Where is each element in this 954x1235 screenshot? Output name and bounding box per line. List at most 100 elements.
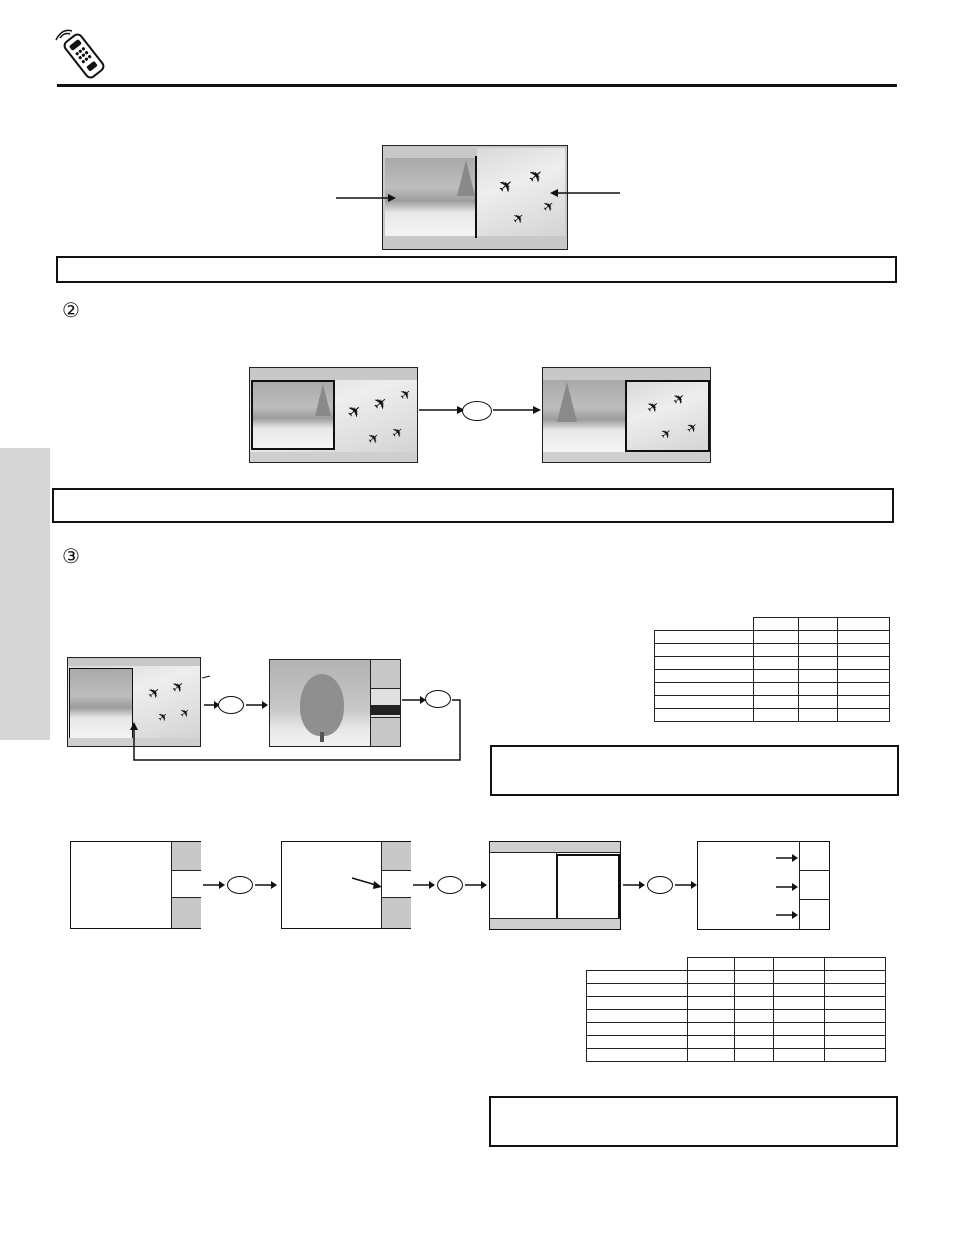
note-box-2 <box>52 488 894 523</box>
arrow-icon <box>776 911 798 919</box>
pip-tv-before: ✈ ✈ ✈ ✈ ✈ <box>249 367 418 463</box>
arrow-icon <box>204 701 220 709</box>
table-row <box>587 957 886 971</box>
arrow-icon <box>623 881 645 889</box>
schematic-screen-3 <box>489 841 621 930</box>
tv-bottom-bar <box>490 918 620 929</box>
arrow-icon <box>255 881 277 889</box>
button-oval <box>647 876 673 894</box>
split-divider <box>475 156 477 238</box>
table-2 <box>586 957 886 1062</box>
tv-top-bar <box>490 842 620 853</box>
button-oval <box>218 696 244 714</box>
split-screen-tv: ✈ ✈ ✈ ✈ <box>382 145 568 250</box>
table-row <box>586 1022 886 1036</box>
table-row <box>654 708 890 722</box>
pip-window-snow <box>69 668 133 740</box>
pip-tv-after: ✈ ✈ ✈ ✈ <box>542 367 711 463</box>
arrow-icon <box>413 881 435 889</box>
table-row <box>654 695 890 709</box>
table-row <box>586 1035 886 1049</box>
arrow-icon <box>675 881 697 889</box>
surf-cell-3 <box>370 718 400 746</box>
jet-plane-icon: ✈ <box>508 208 529 229</box>
arrow-icon <box>419 406 465 414</box>
note-box-1 <box>56 256 897 283</box>
surf-cell-1 <box>370 660 400 688</box>
schematic-cell <box>381 898 411 928</box>
jet-plane-icon: ✈ <box>643 396 664 418</box>
arrow-icon <box>402 696 426 704</box>
schematic-cell <box>799 870 830 900</box>
arrow-icon <box>201 675 211 679</box>
schematic-cell <box>799 842 830 870</box>
jet-plane-icon: ✈ <box>387 422 408 443</box>
schematic-cell <box>171 870 201 898</box>
arrow-icon <box>203 881 225 889</box>
schematic-cell <box>381 870 411 898</box>
table-row <box>586 1009 886 1023</box>
tree-icon <box>315 384 331 416</box>
surf-cell-2 <box>370 688 400 718</box>
tree-icon <box>457 160 475 196</box>
table-row <box>654 656 890 670</box>
table-row <box>654 682 890 696</box>
table-row <box>586 996 886 1010</box>
table-row <box>586 970 886 984</box>
table-row <box>654 643 890 657</box>
swap-button-oval <box>462 401 492 421</box>
pip-window-planes: ✈ ✈ ✈ ✈ <box>625 380 710 452</box>
note-box-3 <box>490 745 899 796</box>
table-row <box>654 630 890 644</box>
schematic-cell <box>799 900 830 930</box>
pip-window-snow <box>251 380 335 450</box>
planes-scene-right: ✈ ✈ ✈ ✈ <box>477 148 565 236</box>
schematic-screen-1 <box>70 841 201 929</box>
side-tab <box>0 448 50 740</box>
schematic-cell <box>381 842 411 870</box>
jet-plane-icon: ✈ <box>657 424 676 443</box>
schematic-pip-window <box>556 854 620 920</box>
button-oval <box>425 690 451 708</box>
snow-scene-left <box>385 158 477 236</box>
step-number-2: ② <box>62 300 80 322</box>
tv-bottom-bar <box>543 452 710 462</box>
schematic-screen-2 <box>281 841 411 929</box>
table-1 <box>654 617 890 722</box>
tree-icon <box>300 674 344 736</box>
jet-plane-icon: ✈ <box>494 173 519 199</box>
jet-plane-icon: ✈ <box>363 428 384 449</box>
table-row <box>654 669 890 683</box>
header-rule <box>57 84 897 87</box>
arrow-icon <box>550 189 620 197</box>
schematic-cell <box>171 898 201 928</box>
arrow-icon <box>336 194 396 202</box>
note-box-4 <box>489 1096 898 1147</box>
schematic-cell <box>171 842 201 870</box>
schematic-screen-4 <box>697 841 830 930</box>
jet-plane-icon: ✈ <box>369 391 393 416</box>
arrow-icon <box>351 877 382 889</box>
jet-plane-icon: ✈ <box>669 388 690 410</box>
table-row <box>586 1048 886 1062</box>
button-oval <box>437 876 463 894</box>
thumbnail-dark <box>371 705 400 715</box>
table-row <box>655 617 890 631</box>
arrow-icon <box>493 406 541 414</box>
return-loop-arrow <box>130 699 461 761</box>
jet-plane-icon: ✈ <box>683 418 702 437</box>
remote-control-icon <box>52 28 112 80</box>
tree-scene-main <box>270 660 370 746</box>
tv-bottom-bar <box>250 452 417 462</box>
jet-plane-icon: ✈ <box>168 676 189 698</box>
jet-plane-icon: ✈ <box>343 399 367 424</box>
arrow-icon <box>776 854 798 862</box>
table-row <box>586 983 886 997</box>
tree-trunk <box>320 732 324 742</box>
arrow-icon <box>465 881 487 889</box>
jet-plane-icon: ✈ <box>524 163 549 189</box>
jet-plane-icon: ✈ <box>395 384 416 405</box>
surf-tv <box>269 659 401 747</box>
tree-icon <box>557 382 577 422</box>
arrow-icon <box>776 883 798 891</box>
